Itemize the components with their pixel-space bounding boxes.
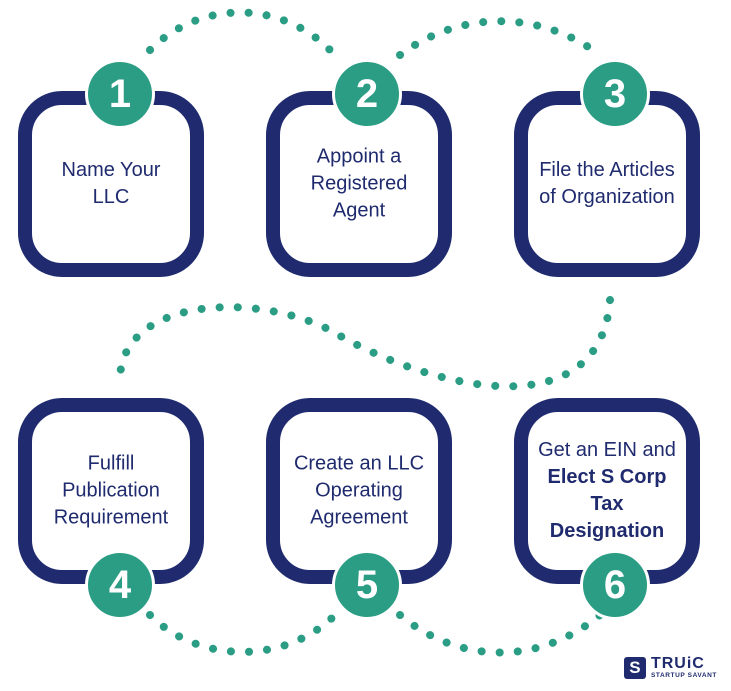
step-line-bold: Designation bbox=[549, 520, 665, 542]
step-line: Registered bbox=[310, 172, 408, 195]
step-line-bold: Elect S Corp Tax bbox=[547, 466, 667, 515]
step-number-badge-4: 4 bbox=[85, 550, 155, 620]
step-line: Publication bbox=[62, 479, 160, 502]
step-line: of Organization bbox=[539, 186, 675, 208]
step-card-4: Fulfill Publication Requirement bbox=[18, 398, 204, 584]
step-card-5: Create an LLC Operating Agreement bbox=[266, 398, 452, 584]
connector-4-5 bbox=[146, 606, 344, 656]
step-card-1: Name Your LLC bbox=[18, 91, 204, 277]
step-line: Agreement bbox=[310, 506, 408, 529]
connector-2-3 bbox=[396, 17, 604, 59]
step-number-badge-3: 3 bbox=[580, 59, 650, 129]
step-text-5: Create an LLC Operating Agreement bbox=[286, 451, 432, 532]
step-line: Name Your bbox=[61, 159, 161, 181]
step-line: LLC bbox=[92, 186, 130, 208]
connector-3-4 bbox=[116, 296, 614, 391]
step-text-6: Get an EIN and Elect S Corp Tax Designat… bbox=[534, 437, 680, 545]
step-text-3: File the Articles of Organization bbox=[534, 157, 680, 211]
step-text-4: Fulfill Publication Requirement bbox=[38, 451, 184, 532]
step-line: Appoint a bbox=[316, 145, 402, 168]
step-text-2: Appoint a Registered Agent bbox=[286, 144, 432, 225]
connector-1-2 bbox=[146, 8, 334, 54]
logo-text: TRUiC STARTUP SAVANT bbox=[651, 656, 717, 680]
step-line: Get an EIN and bbox=[538, 439, 676, 461]
step-card-6: Get an EIN and Elect S Corp Tax Designat… bbox=[514, 398, 700, 584]
step-card-2: Appoint a Registered Agent bbox=[266, 91, 452, 277]
step-line: Create an LLC bbox=[293, 452, 425, 475]
truic-logo: S TRUiC STARTUP SAVANT bbox=[623, 655, 717, 681]
step-number-badge-1: 1 bbox=[85, 59, 155, 129]
step-text-1: Name Your LLC bbox=[38, 157, 184, 211]
logo-name: TRUiC bbox=[650, 655, 705, 673]
step-number-badge-6: 6 bbox=[580, 550, 650, 620]
connector-5-6 bbox=[396, 611, 604, 657]
step-line: Requirement bbox=[53, 506, 169, 529]
step-number-badge-5: 5 bbox=[332, 550, 402, 620]
step-number-badge-2: 2 bbox=[332, 59, 402, 129]
startup-savant-logo-mark: S bbox=[623, 657, 646, 679]
step-line: Operating bbox=[315, 479, 403, 502]
logo-tagline: STARTUP SAVANT bbox=[650, 672, 717, 680]
step-line: Agent bbox=[332, 199, 386, 222]
step-line: Fulfill bbox=[87, 452, 135, 475]
step-line: File the Articles bbox=[539, 159, 675, 181]
